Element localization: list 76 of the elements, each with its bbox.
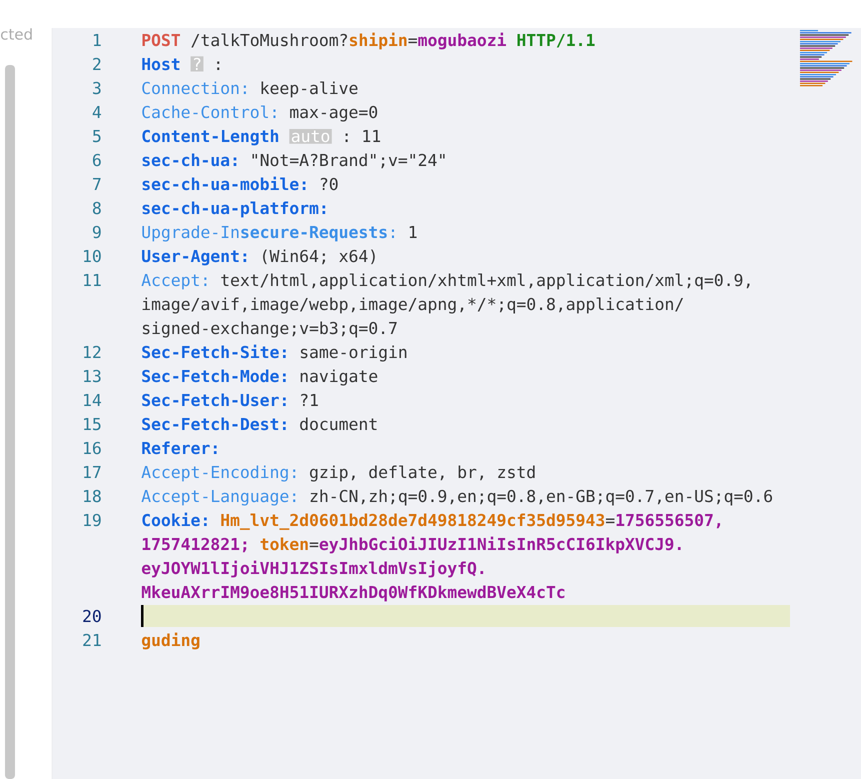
- header-value: keep-alive: [262, 81, 358, 98]
- header-value: text/html,application/xhtml+xml,application/xml;q=0.9,: [221, 273, 750, 290]
- header-name: Host: [142, 58, 180, 70]
- header-name: sec-ch-ua-platform:: [142, 202, 326, 218]
- header-value: 11: [363, 130, 380, 142]
- line-number: 7: [93, 178, 101, 190]
- header-value: image/avif,image/webp,image/apng,*: [142, 298, 476, 314]
- line-number: 2: [93, 58, 100, 70]
- header-name: Cache-Control:: [142, 105, 276, 118]
- header-name: Accept-Language:: [142, 490, 296, 506]
- header-value: signed-exchange;v=b3;q=0.7: [142, 322, 397, 338]
- colon: :: [346, 133, 348, 142]
- header-value: 1: [410, 226, 417, 238]
- hint-badge: ?: [190, 56, 204, 72]
- header-name: Sec-Fetch-Mode:: [142, 370, 286, 382]
- header-name: User-Agent:: [142, 250, 246, 266]
- cookie-value: 1757412821;: [142, 538, 246, 552]
- cookie-value: eyJOYW1lIjoiVHJ1ZSIsImxldmVsIjoyfQ.: [142, 560, 484, 578]
- line-number: 20: [83, 610, 101, 622]
- header-name: Sec-Fetch-Dest:: [142, 418, 286, 430]
- header-value: (Win64; x64): [263, 250, 375, 264]
- equals-sign: =: [310, 542, 318, 548]
- request-method: POST: [142, 34, 180, 46]
- header-name: sec-ch-ua:: [142, 154, 236, 166]
- header-name: Accept:: [142, 274, 206, 290]
- line-number: 5: [93, 130, 100, 142]
- line-number: 12: [84, 346, 100, 358]
- header-value: same-origin: [300, 346, 406, 362]
- header-value: ?0: [320, 178, 338, 190]
- line-number: 18: [84, 490, 101, 502]
- cookie-value: 1756556507,: [616, 514, 720, 528]
- line-number: 15: [84, 418, 100, 430]
- line-number: 8: [92, 202, 101, 214]
- cookie-value: eyJhbGciOiJIUzI1NiIsInR5cCI6IkpXVCJ9.: [320, 536, 681, 554]
- line-number: 13: [84, 370, 101, 382]
- header-name: Connection:: [142, 82, 246, 94]
- header-name: Sec-Fetch-Site:: [142, 344, 286, 358]
- header-value: max-age=0: [290, 106, 378, 122]
- header-value: gzip, deflate, br, zstd: [310, 465, 535, 482]
- header-value: "Not=A?Brand";v="24": [252, 154, 445, 168]
- body-text: guding: [142, 632, 200, 650]
- colon: :: [217, 61, 220, 70]
- line-number: 17: [84, 466, 101, 478]
- line-number: 10: [84, 250, 101, 262]
- header-name: Content-Length: [142, 130, 278, 146]
- cookie-value: MkeuAXrrIM9oe8H51IURXzhDq0WfKDkmewdBVeX4cTc: [142, 586, 564, 602]
- line-number: 1: [94, 34, 101, 46]
- query-value: mogubaozi: [418, 32, 506, 50]
- header-value: navigate: [300, 370, 378, 386]
- header-value: document: [300, 418, 377, 430]
- sidebar-text: cted: [1, 28, 32, 40]
- header-name: Cookie:: [142, 512, 207, 526]
- header-value: /*;q=0.8,application/: [478, 297, 683, 314]
- request-path: /talkToMushroom?: [191, 33, 347, 48]
- header-name: Upgrade-Insecure-Requests:: [142, 226, 394, 242]
- http-version: HTTP/1.1: [518, 34, 595, 48]
- header-value: ?1: [301, 394, 318, 406]
- line-number: 21: [83, 634, 101, 646]
- query-key: shipin: [350, 32, 406, 50]
- line-number: 16: [84, 442, 101, 454]
- line-number: 6: [93, 154, 101, 166]
- equals-sign: =: [606, 518, 614, 524]
- line-number: 14: [84, 394, 102, 406]
- cookie-name: token: [260, 538, 308, 550]
- line-number: 4: [92, 106, 102, 118]
- line-number: 9: [92, 226, 101, 238]
- line-number: 11: [84, 274, 101, 286]
- header-name: Accept-Encoding:: [142, 466, 296, 482]
- header-value: zh-CN,zh;q=0.9,en;q=0.8,en-GB;q=0.7,en-US;q=0.6: [310, 490, 772, 506]
- equals-sign: =: [408, 38, 417, 44]
- header-name: Referer:: [142, 442, 217, 454]
- line-number: 19: [84, 514, 101, 526]
- line-number: 3: [93, 82, 101, 94]
- cookie-name: Hm_lvt_2d0601bd28de7d49818249cf35d95943: [221, 514, 604, 530]
- header-name: sec-ch-ua-mobile:: [142, 176, 306, 190]
- header-name: Sec-Fetch-User:: [142, 394, 286, 406]
